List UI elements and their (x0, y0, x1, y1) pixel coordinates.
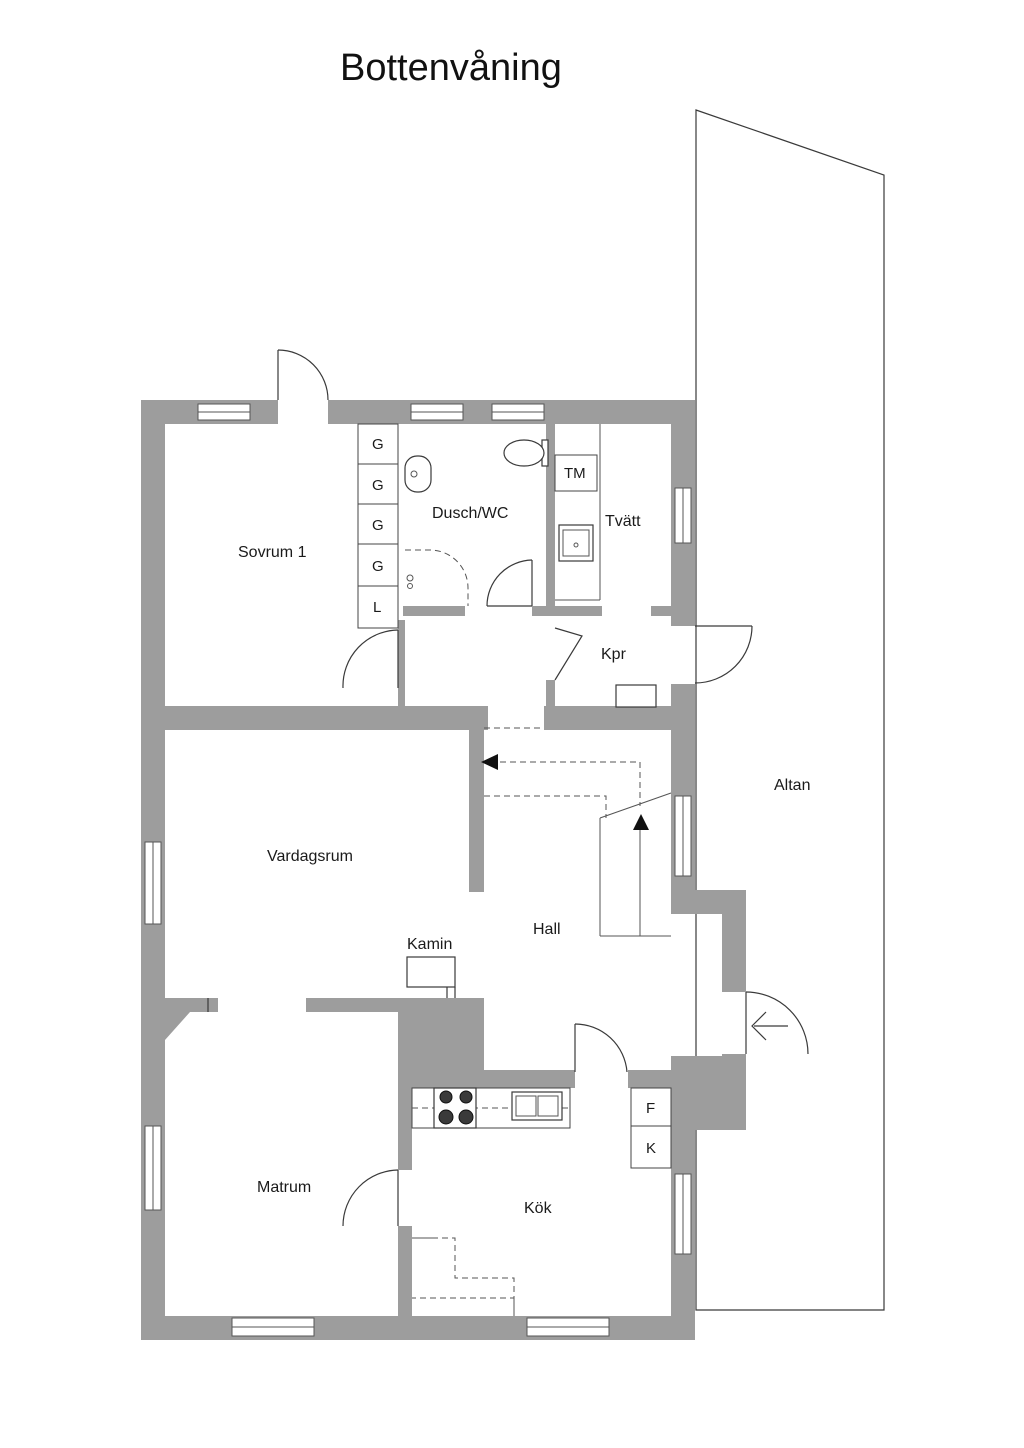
room-label-vardagsrum: Vardagsrum (267, 848, 353, 865)
utility-sink-icon (558, 524, 594, 562)
bathroom-fixtures (404, 439, 549, 606)
room-label-dusch: Dusch/WC (432, 505, 508, 522)
wardrobe-label-2: G (372, 477, 384, 494)
room-label-sovrum: Sovrum 1 (238, 544, 307, 561)
wash-basin-icon (404, 455, 432, 493)
room-labels: Sovrum 1 Dusch/WC Tvätt Kpr Altan Vardag… (238, 505, 810, 1217)
stair-arrow-up-icon (633, 814, 649, 830)
door-openings (278, 400, 746, 1054)
wardrobes: G G G G L (357, 423, 399, 629)
doors[interactable] (207, 349, 809, 1227)
windows (144, 403, 692, 1337)
wardrobe-label-1: G (372, 436, 384, 453)
room-label-kpr: Kpr (601, 646, 627, 663)
exterior-walls (141, 400, 746, 1340)
room-label-matrum: Matrum (257, 1179, 311, 1196)
entrance-arrow (751, 1011, 788, 1041)
room-label-kok: Kök (524, 1200, 553, 1217)
wardrobe-label-3: G (372, 517, 384, 534)
wardrobe-label-4: G (372, 558, 384, 575)
freezer-label: K (646, 1140, 656, 1157)
staircase (481, 727, 672, 937)
shower-area (405, 549, 469, 606)
interior-walls (165, 424, 673, 1340)
laundry-fixtures: TM (554, 424, 657, 708)
room-label-hall: Hall (533, 921, 561, 938)
kamin-stove-icon (406, 956, 456, 988)
shower-head-icon (406, 574, 414, 582)
kitchen-sink-icon (511, 1091, 563, 1121)
kamin (406, 956, 456, 998)
room-label-tvatt: Tvätt (605, 513, 641, 530)
toilet-icon (503, 439, 545, 467)
wardrobe-label-5: L (373, 599, 381, 616)
room-label-kamin: Kamin (407, 936, 452, 953)
room-label-altan: Altan (774, 777, 810, 794)
washing-machine-label: TM (564, 465, 586, 482)
fridge-label: F (646, 1100, 655, 1117)
kitchen-fixtures: F K (411, 1087, 672, 1316)
floor-title: Bottenvåning (340, 47, 562, 89)
kpr-cabinet (615, 684, 657, 708)
stair-arrow-left-icon (481, 754, 498, 770)
kitchen-counter-outline (412, 1237, 515, 1299)
